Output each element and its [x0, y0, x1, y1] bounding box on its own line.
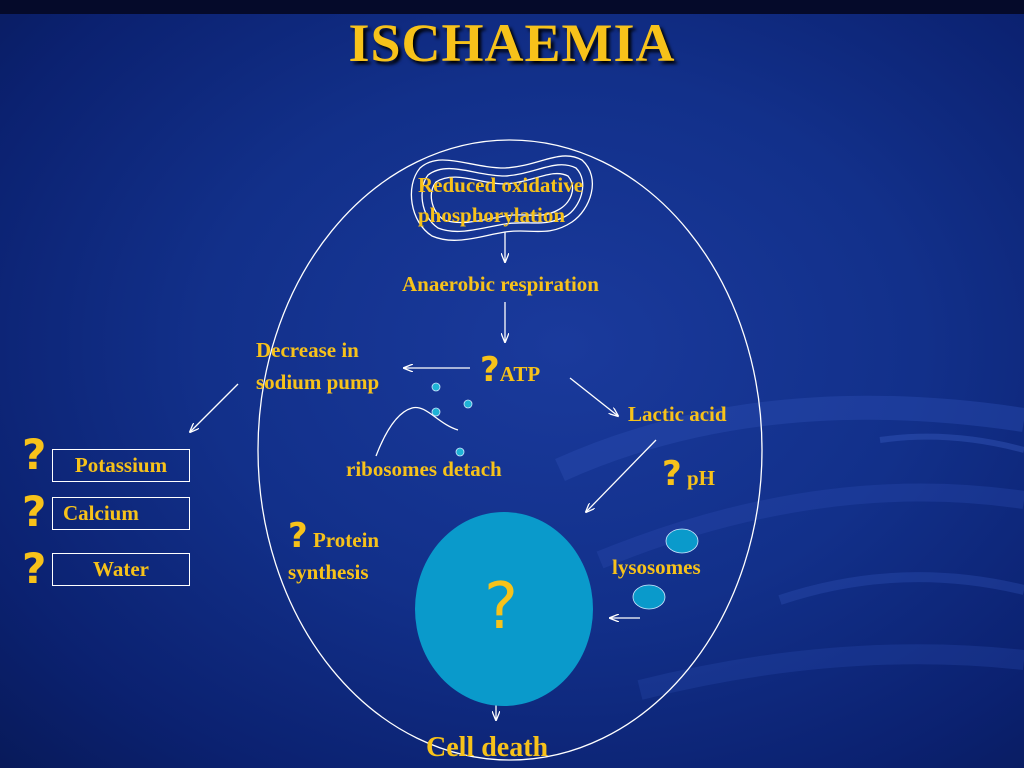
- ribosome: [463, 399, 473, 409]
- label-protein-synthesis: ? Protein synthesis: [288, 519, 380, 588]
- arrow-atp-to-lactic: [569, 377, 618, 416]
- er-strand: [375, 406, 459, 457]
- lysosome: [665, 528, 699, 554]
- water-question-mark: ?: [22, 544, 47, 593]
- label-protein-line1: Protein: [312, 528, 380, 552]
- label-ribosomes-detach: ribosomes detach: [346, 457, 502, 481]
- label-anaerobic-respiration: Anaerobic respiration: [402, 272, 599, 296]
- ion-box-calcium: Calcium: [52, 497, 190, 530]
- ribosome: [431, 382, 441, 392]
- label-protein-line2: synthesis: [288, 560, 369, 584]
- potassium-question-mark: ?: [22, 430, 47, 479]
- ribosome: [455, 447, 465, 457]
- protein-question-mark: ?: [288, 516, 308, 556]
- arrow-sodium-to-ions: [190, 383, 239, 432]
- arrow-lactic-to-nucleus: [586, 439, 657, 512]
- ion-box-potassium: Potassium: [52, 449, 190, 482]
- atp-question-mark: ?: [480, 350, 500, 390]
- cell-membrane: [257, 139, 763, 761]
- label-sodium-pump: Decrease in sodium pump: [256, 334, 379, 398]
- label-sodium-line1: Decrease in: [256, 338, 359, 362]
- slide-title: ISCHAEMIA: [348, 13, 676, 73]
- nucleus: [415, 512, 593, 706]
- label-atp: ?ATP: [480, 353, 541, 390]
- ph-question-mark: ?: [662, 454, 682, 494]
- label-oxidative-line1: Reduced oxidative: [418, 173, 584, 197]
- label-lysosomes: lysosomes: [612, 555, 701, 579]
- ph-text: pH: [686, 466, 715, 490]
- top-bar: [0, 0, 1024, 14]
- label-ph: ? pH: [662, 457, 715, 494]
- nucleus-question-mark: ?: [484, 570, 518, 644]
- lysosome: [632, 584, 666, 610]
- label-cell-death: Cell death: [426, 732, 549, 763]
- ribosome: [431, 407, 441, 417]
- atp-text: ATP: [499, 362, 541, 386]
- label-lactic-acid: Lactic acid: [628, 402, 727, 426]
- label-oxidative-line2: phosphorylation: [418, 203, 566, 227]
- calcium-question-mark: ?: [22, 487, 47, 536]
- label-sodium-line2: sodium pump: [256, 370, 380, 394]
- ion-box-water: Water: [52, 553, 190, 586]
- label-oxidative-phosphorylation: Reduced oxidative phosphorylation: [418, 170, 583, 230]
- mitochondrion-icon: [410, 155, 593, 241]
